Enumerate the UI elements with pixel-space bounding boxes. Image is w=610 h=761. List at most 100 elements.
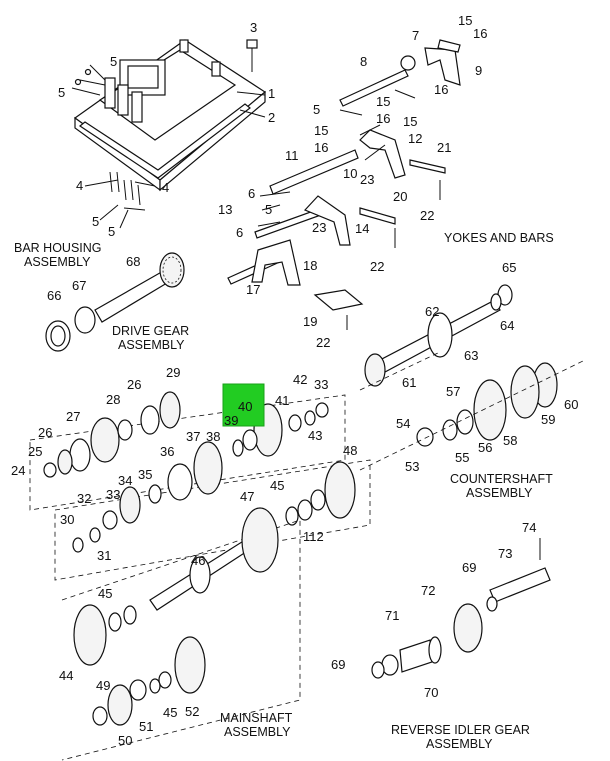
callout-18: 18 bbox=[303, 258, 317, 273]
callout-28: 28 bbox=[106, 392, 120, 407]
callout-15: 15 bbox=[376, 94, 390, 109]
callout-45: 45 bbox=[98, 586, 112, 601]
mainshaft-middle-drawing bbox=[54, 441, 371, 581]
mainshaft-lower-drawing bbox=[61, 507, 301, 761]
callout-20: 20 bbox=[393, 189, 407, 204]
callout-23: 23 bbox=[312, 220, 326, 235]
callout-5: 5 bbox=[110, 54, 117, 69]
callout-37: 37 bbox=[186, 429, 200, 444]
mainshaft-upper-drawing bbox=[29, 391, 346, 511]
caption-yokes-and-bars: YOKES AND BARS bbox=[444, 231, 554, 245]
callout-14: 14 bbox=[355, 221, 369, 236]
countershaft-drawing bbox=[359, 284, 586, 471]
callout-74: 74 bbox=[522, 520, 536, 535]
callout-44: 44 bbox=[59, 668, 73, 683]
caption-drive-gear-line1: DRIVE GEAR bbox=[112, 324, 189, 338]
callout-22: 22 bbox=[370, 259, 384, 274]
callout-33: 33 bbox=[106, 487, 120, 502]
callout-66: 66 bbox=[47, 288, 61, 303]
callout-112: 112 bbox=[303, 529, 324, 544]
callout-53: 53 bbox=[405, 459, 419, 474]
callout-6: 6 bbox=[248, 186, 255, 201]
caption-drive-gear-line2: ASSEMBLY bbox=[118, 338, 185, 352]
highlight-box bbox=[222, 383, 265, 427]
callout-65: 65 bbox=[502, 260, 516, 275]
caption-bar-housing-line1: BAR HOUSING bbox=[14, 241, 102, 255]
caption-countershaft-line2: ASSEMBLY bbox=[466, 486, 533, 500]
callout-47: 47 bbox=[240, 489, 254, 504]
callout-51: 51 bbox=[139, 719, 153, 734]
bar-housing-drawing bbox=[71, 39, 267, 229]
callout-52: 52 bbox=[185, 704, 199, 719]
callout-15: 15 bbox=[403, 114, 417, 129]
callout-61: 61 bbox=[402, 375, 416, 390]
callout-24: 24 bbox=[11, 463, 25, 478]
callout-38: 38 bbox=[206, 429, 220, 444]
callout-30: 30 bbox=[60, 512, 74, 527]
callout-2: 2 bbox=[268, 110, 275, 125]
callout-25: 25 bbox=[28, 444, 42, 459]
callout-72: 72 bbox=[421, 583, 435, 598]
callout-73: 73 bbox=[498, 546, 512, 561]
callout-54: 54 bbox=[396, 416, 410, 431]
callout-4: 4 bbox=[76, 178, 83, 193]
callout-34: 34 bbox=[118, 473, 132, 488]
callout-41: 41 bbox=[275, 393, 289, 408]
callout-4: 4 bbox=[162, 180, 169, 195]
callout-1: 1 bbox=[268, 86, 275, 101]
caption-bar-housing-line2: ASSEMBLY bbox=[24, 255, 91, 269]
callout-32: 32 bbox=[77, 491, 91, 506]
callout-8: 8 bbox=[360, 54, 367, 69]
callout-26: 26 bbox=[38, 425, 52, 440]
callout-22: 22 bbox=[316, 335, 330, 350]
callout-45: 45 bbox=[163, 705, 177, 720]
callout-60: 60 bbox=[564, 397, 578, 412]
callout-3: 3 bbox=[250, 20, 257, 35]
callout-15: 15 bbox=[458, 13, 472, 28]
callout-29: 29 bbox=[166, 365, 180, 380]
callout-43: 43 bbox=[308, 428, 322, 443]
callout-67: 67 bbox=[72, 278, 86, 293]
callout-45: 45 bbox=[270, 478, 284, 493]
callout-26: 26 bbox=[127, 377, 141, 392]
callout-17: 17 bbox=[246, 282, 260, 297]
callout-5: 5 bbox=[265, 202, 272, 217]
callout-31: 31 bbox=[97, 548, 111, 563]
callout-48: 48 bbox=[343, 443, 357, 458]
callout-11: 11 bbox=[285, 148, 299, 163]
assembly-captions: BAR HOUSING ASSEMBLY YOKES AND BARS DRIV… bbox=[14, 231, 554, 751]
caption-mainshaft-line2: ASSEMBLY bbox=[224, 725, 291, 739]
yokes-and-bars-drawing bbox=[227, 39, 461, 330]
caption-countershaft-line1: COUNTERSHAFT bbox=[450, 472, 553, 486]
callout-57: 57 bbox=[446, 384, 460, 399]
callout-5: 5 bbox=[58, 85, 65, 100]
callout-50: 50 bbox=[118, 733, 132, 748]
callout-64: 64 bbox=[500, 318, 514, 333]
callout-70: 70 bbox=[424, 685, 438, 700]
callout-71: 71 bbox=[385, 608, 399, 623]
callout-69: 69 bbox=[331, 657, 345, 672]
callout-16: 16 bbox=[314, 140, 328, 155]
callout-40: 40 bbox=[238, 399, 252, 414]
callout-35: 35 bbox=[138, 467, 152, 482]
callout-33: 33 bbox=[314, 377, 328, 392]
callout-12: 12 bbox=[408, 131, 422, 146]
callout-42: 42 bbox=[293, 372, 307, 387]
callout-9: 9 bbox=[475, 63, 482, 78]
callout-49: 49 bbox=[96, 678, 110, 693]
callout-5: 5 bbox=[108, 224, 115, 239]
callout-13: 13 bbox=[218, 202, 232, 217]
callout-23: 23 bbox=[360, 172, 374, 187]
callout-6: 6 bbox=[236, 225, 243, 240]
callout-55: 55 bbox=[455, 450, 469, 465]
callout-46: 46 bbox=[191, 553, 205, 568]
callout-10: 10 bbox=[343, 166, 357, 181]
callout-5: 5 bbox=[92, 214, 99, 229]
callout-68: 68 bbox=[126, 254, 140, 269]
callout-59: 59 bbox=[541, 412, 555, 427]
callout-16: 16 bbox=[473, 26, 487, 41]
callout-27: 27 bbox=[66, 409, 80, 424]
callout-39: 39 bbox=[224, 413, 238, 428]
callout-7: 7 bbox=[412, 28, 419, 43]
callout-36: 36 bbox=[160, 444, 174, 459]
